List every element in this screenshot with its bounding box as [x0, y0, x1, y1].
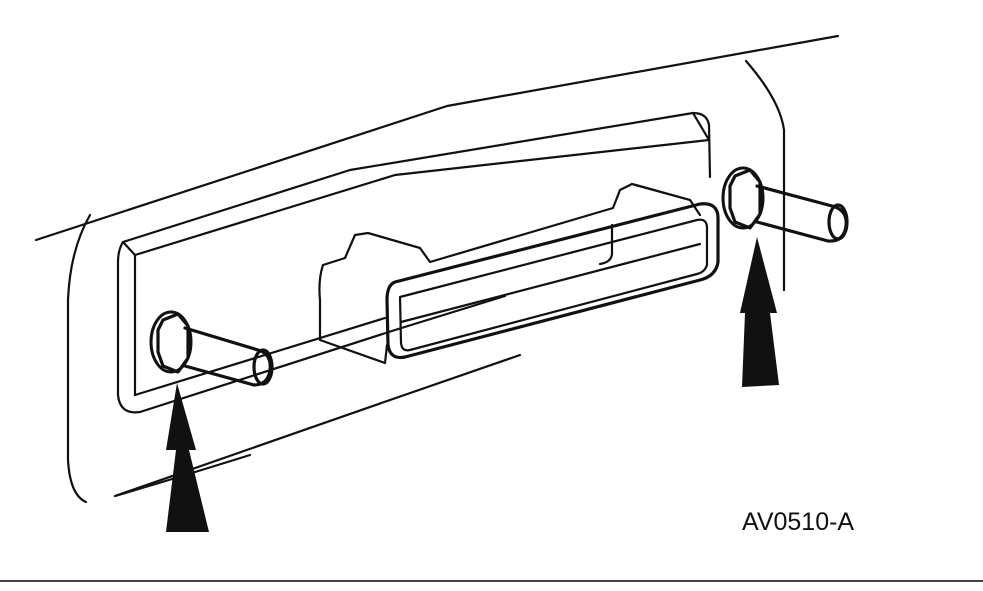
- left-bolt: [149, 310, 274, 387]
- right-bolt: [721, 166, 849, 243]
- bottom-divider: [0, 580, 983, 582]
- mounting-panel: [34, 34, 840, 504]
- connector-plug: [318, 182, 720, 365]
- left-bolt-arrow-icon: [166, 383, 209, 532]
- right-bolt-arrow-icon: [740, 237, 779, 387]
- module-housing: [116, 111, 712, 414]
- figure-label: AV0510-A: [742, 508, 855, 536]
